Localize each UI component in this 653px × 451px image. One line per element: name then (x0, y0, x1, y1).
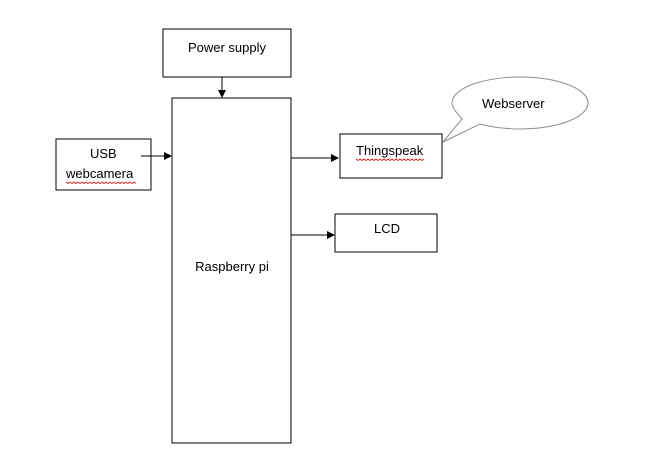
spellcheck-underline (355, 158, 425, 162)
raspberry-pi-label: Raspberry pi (195, 259, 269, 274)
usb-label: USB (90, 146, 117, 161)
thingspeak-block: Thingspeak (339, 133, 443, 179)
webserver-callout: Webserver (442, 76, 589, 143)
power-supply-block: Power supply (162, 28, 292, 78)
power-supply-label: Power supply (188, 40, 267, 55)
usb-webcamera-block: USB webcamera (55, 138, 152, 191)
webcamera-label: webcamera (65, 166, 134, 181)
lcd-label: LCD (374, 221, 400, 236)
thingspeak-label: Thingspeak (356, 143, 424, 158)
spellcheck-underline (65, 181, 137, 185)
lcd-block: LCD (334, 213, 438, 253)
webserver-label: Webserver (482, 96, 545, 111)
raspberry-pi-block: Raspberry pi (171, 97, 292, 444)
